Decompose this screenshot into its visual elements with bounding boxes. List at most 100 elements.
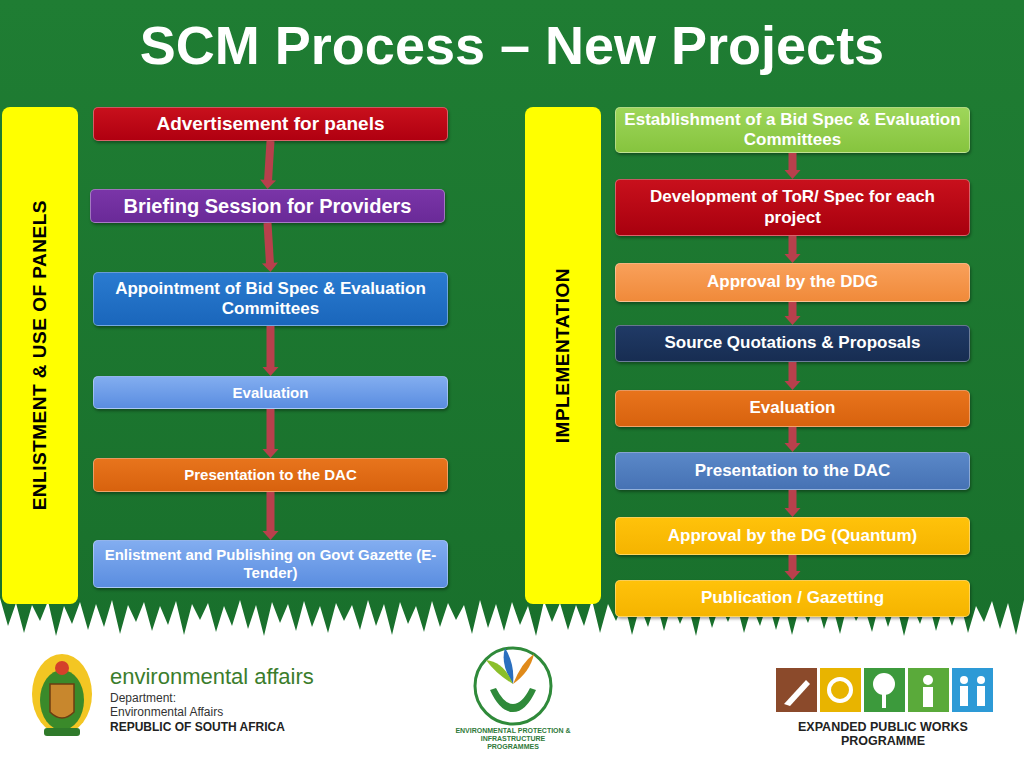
box-label: Approval by the DDG [699,272,886,292]
flow-arrow [263,492,279,540]
arrow-head [785,571,801,580]
process-box: Approval by the DG (Quantum) [615,517,970,555]
process-box: Appointment of Bid Spec & Evaluation Com… [93,272,448,326]
section-band: IMPLEMENTATION [525,107,601,604]
logo-text: Environmental Affairs [110,706,340,720]
epwp-logo [776,668,993,712]
box-label: Source Quotations & Proposals [657,333,929,353]
logo-text: ENVIRONMENTAL PROTECTION & INFRASTRUCTUR… [455,727,571,751]
family-icon [977,676,985,684]
gear-icon [829,679,851,701]
arms-sun [32,654,92,734]
arrow-shaft [789,490,797,509]
arrow-shaft [268,141,271,181]
logo-text: environmental affairs [110,664,340,689]
epwp-tile [864,668,905,712]
text-group: Approval by the DDG [699,272,886,292]
process-box: Evaluation [93,376,448,409]
text-group: Source Quotations & Proposals [657,333,929,353]
family-icon [977,686,985,706]
arrow-shaft [267,409,275,450]
arrow-shaft [789,555,797,572]
grass-background [0,0,1024,636]
arrow-shaft [789,427,797,444]
arrow-shaft [789,362,797,382]
process-box: Enlistment and Publishing on Govt Gazett… [93,540,448,588]
process-box: Presentation to the DAC [93,458,448,492]
flow-arrow [260,141,276,189]
box-label: Evaluation [225,384,317,402]
process-box: Advertisement for panels [93,107,448,141]
box-label: Enlistment and Publishing on Govt Gazett… [94,546,447,582]
text-group: Publication / Gazetting [693,588,892,608]
flow-arrow [785,362,801,390]
arrow-head [785,508,801,517]
band-label: IMPLEMENTATION [552,268,574,443]
flow-arrow [785,302,801,325]
flow-arrow [263,326,279,376]
text-group: IMPLEMENTATION [552,268,574,443]
text-group: Presentation to the DAC [687,461,899,481]
logo-leaf [513,654,534,684]
box-label: Presentation to the DAC [687,461,899,481]
process-box: Publication / Gazetting [615,580,970,617]
flow-arrow [785,490,801,517]
text-group: Presentation to the DAC [176,466,365,484]
flow-arrow [785,153,801,179]
arrow-head [263,449,279,458]
arrow-head [263,367,279,376]
section-band: ENLISTMENT & USE OF PANELS [2,107,78,604]
box-label: Evaluation [742,398,844,418]
arrow-head [785,170,801,179]
process-box: Briefing Session for Providers [90,189,445,223]
arms-crest [55,661,69,675]
text-group: Appointment of Bid Spec & Evaluation Com… [94,279,447,320]
coat-of-arms [32,654,92,736]
logo-hands [490,688,536,712]
box-label: Approval by the DG (Quantum) [660,526,925,546]
flow-arrow [785,555,801,580]
trowel-icon [784,680,810,706]
family-icon [960,676,968,684]
logo-leaf [486,660,513,684]
logo-text: REPUBLIC OF SOUTH AFRICA [110,721,340,735]
arrow-shaft [267,492,275,532]
logo-text: EXPANDED PUBLIC WORKS PROGRAMME [770,720,996,749]
text-group: Evaluation [742,398,844,418]
flow-arrow [785,427,801,452]
arrow-shaft [267,326,275,368]
text-group: Development of ToR/ Spec for each projec… [616,187,969,228]
text-group: Evaluation [225,384,317,402]
process-box: Development of ToR/ Spec for each projec… [615,179,970,236]
person-icon [923,675,933,685]
box-label: Establishment of a Bid Spec & Evaluation… [616,110,969,151]
text-group: Approval by the DG (Quantum) [660,526,925,546]
epwp-tile [776,668,817,712]
process-box: Presentation to the DAC [615,452,970,490]
epwp-tile [908,668,949,712]
arrow-head [260,180,276,189]
text-group: Briefing Session for Providers [116,194,420,218]
epip-logo [475,648,551,724]
epwp-tile [820,668,861,712]
logo-text: Department: [110,692,340,706]
arrow-head [785,316,801,325]
flow-arrow [785,236,801,263]
arrow-head [785,443,801,452]
box-label: Presentation to the DAC [176,466,365,484]
process-box: Source Quotations & Proposals [615,325,970,362]
text-group: Enlistment and Publishing on Govt Gazett… [94,546,447,582]
text-group: ENLISTMENT & USE OF PANELS [29,200,51,510]
arrow-shaft [789,153,797,171]
box-label: Publication / Gazetting [693,588,892,608]
box-label: Advertisement for panels [148,113,392,136]
arrow-head [785,254,801,263]
arrow-shaft [268,223,271,264]
arrow-head [262,263,278,272]
text-group: Establishment of a Bid Spec & Evaluation… [616,110,969,151]
slide-title: SCM Process – New Projects [0,14,1024,76]
box-label: Appointment of Bid Spec & Evaluation Com… [94,279,447,320]
epwp-tile [952,668,993,712]
